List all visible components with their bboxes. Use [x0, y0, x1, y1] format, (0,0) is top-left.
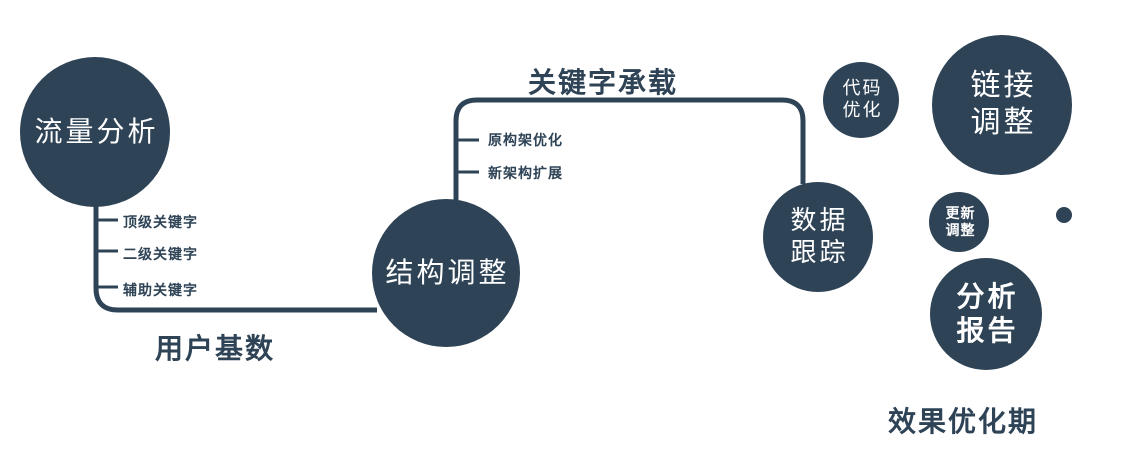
node-label-line: 调整: [945, 222, 976, 238]
node-structure-adjustment: 结构调整: [372, 199, 520, 347]
node-label: 流量分析: [34, 115, 159, 147]
branch-label-original-framework: 原构架优化: [488, 132, 563, 148]
node-label-line: 优化: [842, 100, 883, 120]
node-label-line: 报告: [956, 315, 1019, 346]
node-small-dot: [1056, 207, 1072, 223]
node-code-optimization: 代码 优化: [823, 62, 899, 138]
node-update-adjustment: 更新 调整: [929, 192, 989, 252]
branch-label-top-keyword: 顶级关键字: [123, 214, 198, 230]
branch-label-new-framework: 新架构扩展: [488, 165, 563, 181]
node-label: 结构调整: [385, 256, 510, 288]
node-traffic-analysis: 流量分析: [20, 57, 170, 207]
node-label-line: 调整: [970, 106, 1037, 139]
branch-label-aux-keyword: 辅助关键字: [123, 282, 198, 298]
node-label-line: 分析: [956, 280, 1019, 312]
edge-label-keyword-bearing: 关键字承载: [528, 67, 679, 98]
node-data-tracking: 数据 跟踪: [763, 182, 873, 292]
node-link-adjustment: 链接 调整: [932, 35, 1072, 175]
node-label-line: 代码: [842, 78, 883, 99]
node-label-line: 更新: [945, 204, 976, 221]
node-label-line: 数据: [790, 205, 849, 236]
node-label-line: 链接: [970, 69, 1037, 103]
node-label-line: 跟踪: [790, 237, 849, 267]
branch-label-second-keyword: 二级关键字: [123, 246, 198, 262]
node-analysis-report: 分析 报告: [930, 258, 1042, 370]
footer-label-effect-optimization-period: 效果优化期: [888, 406, 1039, 437]
edge-label-user-base: 用户基数: [155, 333, 276, 364]
connector-structure-to-data: [453, 97, 806, 201]
